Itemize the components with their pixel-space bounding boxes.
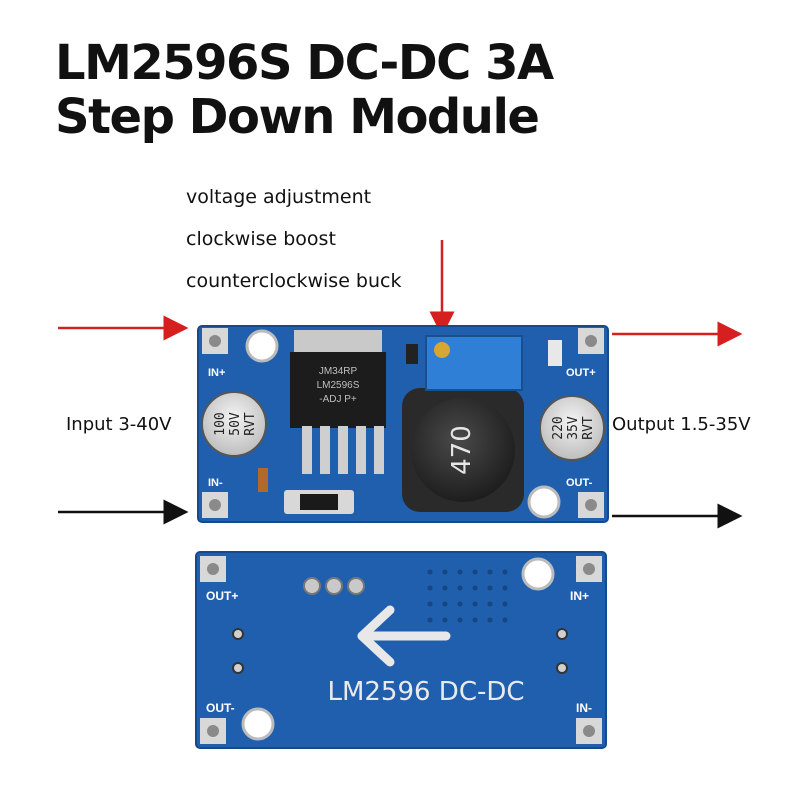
back-out-plus-label: OUT+ <box>206 589 238 603</box>
title-line-1: LM2596S DC-DC 3A <box>55 35 554 91</box>
svg-text:470: 470 <box>447 425 477 475</box>
front-in-minus-label: IN- <box>208 477 223 489</box>
title-line-2: Step Down Module <box>55 89 540 145</box>
output-capacitor-marking: 220 35V RVT <box>551 416 596 440</box>
back-in-minus-label: IN- <box>576 701 592 715</box>
back-out-minus-label: OUT- <box>206 701 235 715</box>
input-capacitor-line-2: 50V <box>228 412 243 436</box>
inductor-marking: 470 <box>447 425 477 475</box>
front-out-minus-label: OUT- <box>566 477 593 489</box>
ic-marking-line-3: -ADJ P+ <box>319 394 357 405</box>
input-capacitor-line-1: 100 <box>213 412 228 435</box>
ic-marking-line-2: LM2596S <box>317 380 360 391</box>
output-capacitor-line-1: 220 <box>551 416 566 439</box>
front-board <box>197 325 609 523</box>
output-capacitor-line-3: RVT <box>581 416 596 440</box>
annotation-clockwise: clockwise boost <box>186 228 336 250</box>
page-title: LM2596S DC-DC 3A Step Down Module <box>55 36 755 144</box>
back-board-labels: OUT+ OUT- IN+ IN- <box>206 589 592 715</box>
back-board <box>195 551 607 749</box>
back-arrow-icon <box>357 605 451 667</box>
input-capacitor-line-3: RVT <box>243 412 258 436</box>
input-voltage-label: Input 3-40V <box>66 414 172 435</box>
ic-marking: JM34RP LM2596S -ADJ P+ <box>317 366 360 405</box>
annotation-voltage-adjustment: voltage adjustment <box>186 186 372 208</box>
ic-marking-line-1: JM34RP <box>319 366 358 377</box>
front-board-labels: IN+ IN- OUT+ OUT- <box>208 367 596 489</box>
front-out-plus-label: OUT+ <box>566 367 596 379</box>
annotation-counterclockwise: counterclockwise buck <box>186 270 402 292</box>
back-in-plus-label: IN+ <box>570 589 589 603</box>
front-in-plus-label: IN+ <box>208 367 225 379</box>
output-capacitor-line-2: 35V <box>566 416 581 440</box>
output-voltage-label: Output 1.5-35V <box>612 414 751 435</box>
back-board-marking: LM2596 DC-DC <box>327 677 524 707</box>
input-capacitor-marking: 100 50V RVT <box>213 412 258 436</box>
